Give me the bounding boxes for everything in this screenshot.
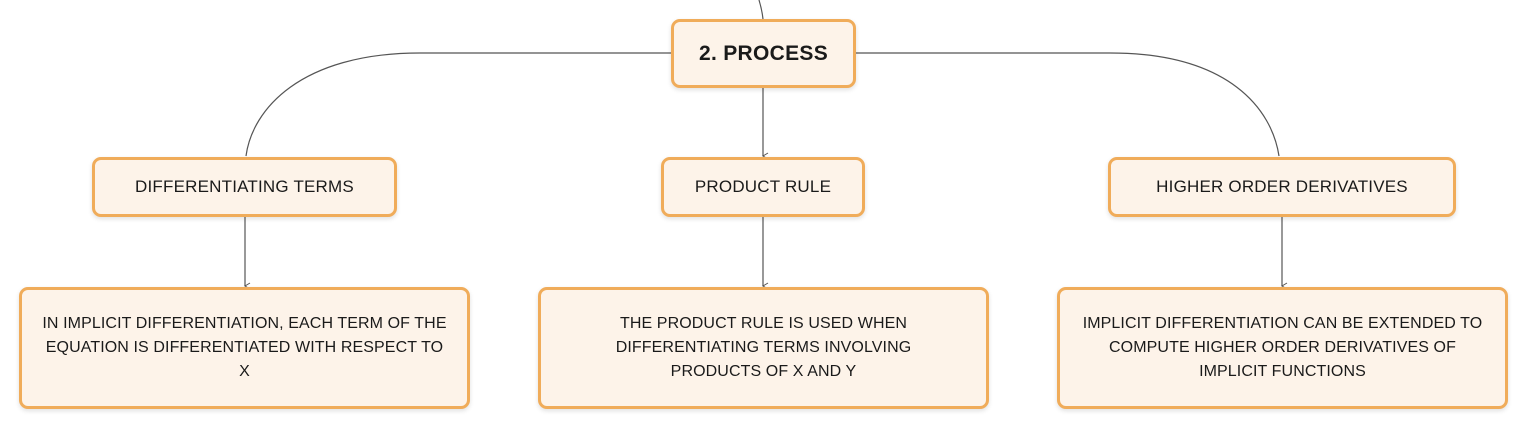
connector-root-to-differentiating-terms [245,52,671,157]
topic-node-label: DIFFERENTIATING TERMS [135,177,354,196]
detail-node-text: THE PRODUCT RULE IS USED WHEN DIFFERENTI… [615,315,912,380]
topic-node-label: HIGHER ORDER DERIVATIVES [1156,177,1408,196]
topic-node-differentiating-terms[interactable]: DIFFERENTIATING TERMS [92,157,397,217]
detail-node-text: IMPLICIT DIFFERENTIATION CAN BE EXTENDED… [1082,315,1483,380]
detail-node-higher-order-derivatives[interactable]: IMPLICIT DIFFERENTIATION CAN BE EXTENDED… [1057,287,1508,409]
connector-root-to-higher-order-derivatives [856,52,1280,157]
root-node-label: 2. PROCESS [698,41,829,65]
topic-node-higher-order-derivatives[interactable]: HIGHER ORDER DERIVATIVES [1108,157,1456,217]
root-node-process[interactable]: 2. PROCESS [671,19,856,88]
detail-node-differentiating-terms[interactable]: IN IMPLICIT DIFFERENTIATION, EACH TERM O… [19,287,470,409]
connector-from-parent [758,0,764,20]
topic-node-label: PRODUCT RULE [694,177,832,196]
detail-node-text: IN IMPLICIT DIFFERENTIATION, EACH TERM O… [42,315,447,380]
topic-node-product-rule[interactable]: PRODUCT RULE [661,157,865,217]
detail-node-product-rule[interactable]: THE PRODUCT RULE IS USED WHEN DIFFERENTI… [538,287,989,409]
